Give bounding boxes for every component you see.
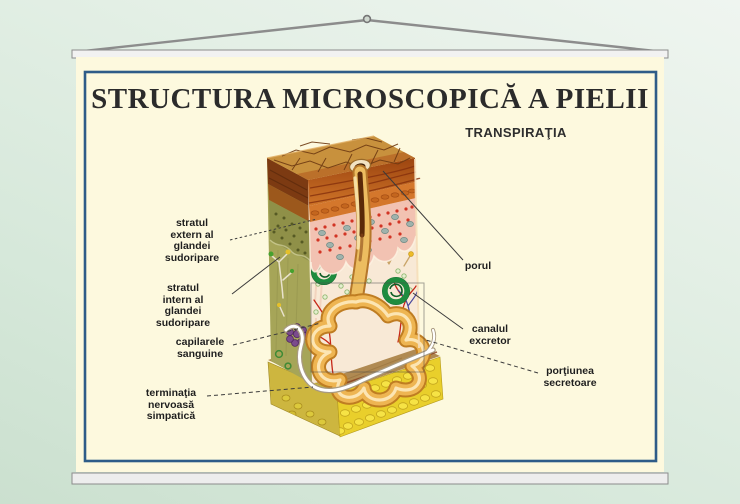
label-stratul-extern: stratul extern al glandei sudoripare <box>164 217 220 264</box>
leader-portiunea <box>425 339 539 374</box>
nerve-fiber <box>283 323 437 394</box>
poster-subtitle: TRANSPIRAŢIA <box>465 125 567 140</box>
hanger-string <box>74 14 666 54</box>
poster-border <box>83 70 658 463</box>
label-portiunea-secretoare: porţiunea secretoare <box>543 365 597 389</box>
leader-canalul <box>412 292 464 330</box>
side-cell-dots <box>272 212 308 255</box>
label-stratul-intern: stratul intern al glandei sudoripare <box>155 282 211 329</box>
skin-block-illustration <box>266 135 444 438</box>
label-terminatia-nervoasa: terminaţia nervoasă simpatică <box>145 387 197 422</box>
left-side-face <box>267 158 312 384</box>
leader-capilarele <box>232 322 322 346</box>
leader-lines <box>206 170 539 397</box>
sweat-duct <box>348 158 372 310</box>
side-gland-branch <box>268 249 295 317</box>
leader-terminatia <box>206 386 314 397</box>
leader-stratul-intern <box>231 256 281 295</box>
reference-box <box>310 282 425 373</box>
leader-porul <box>382 170 464 261</box>
block-right-edge <box>414 158 420 349</box>
bottom-rail <box>71 472 669 485</box>
label-canalul-excretor: canalul excretor <box>469 323 511 347</box>
poster-title: STRUCTURA MICROSCOPICĂ A PIELII <box>91 83 649 115</box>
secretory-coil <box>305 293 431 408</box>
label-porul: porul <box>464 260 492 272</box>
top-rail <box>71 49 669 59</box>
label-capilarele-sanguine: capilarele sanguine <box>175 336 225 360</box>
hanger-ring <box>362 14 372 24</box>
